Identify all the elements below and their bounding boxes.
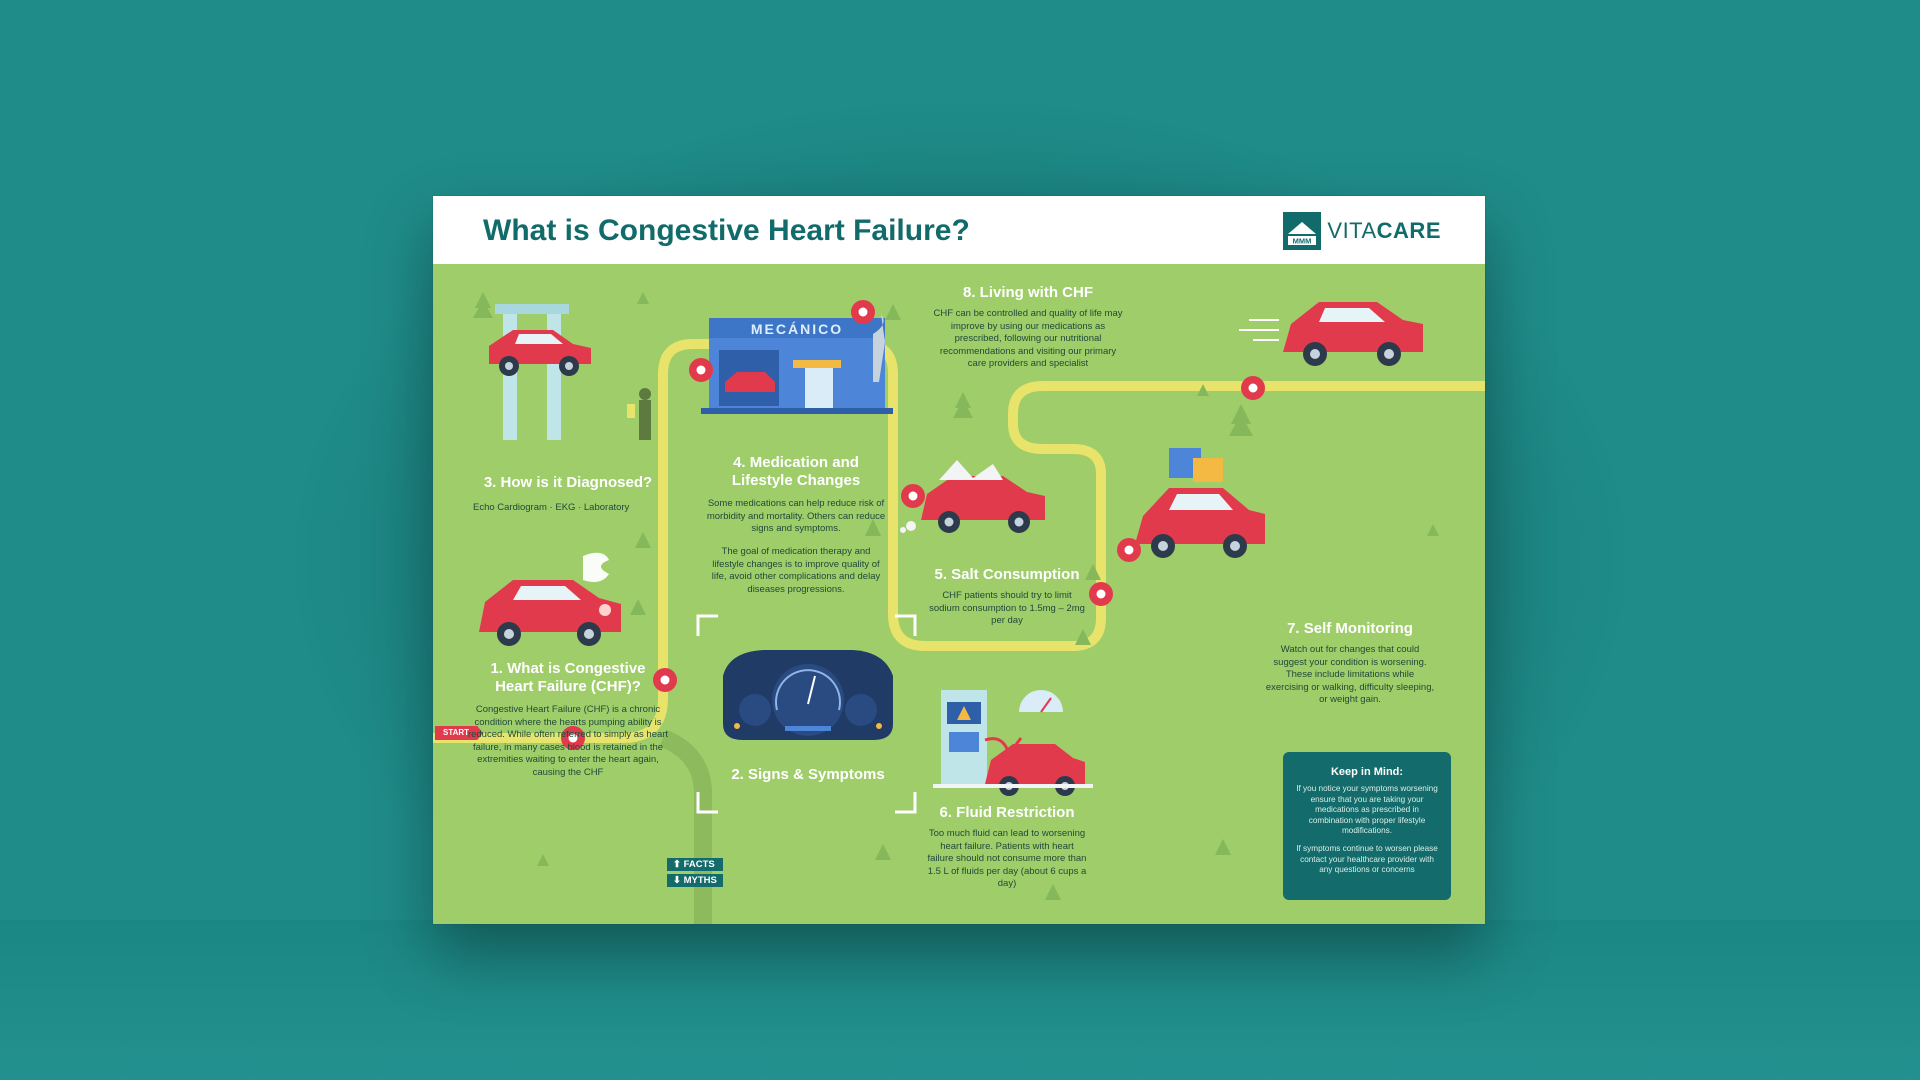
poster-board: MECÁNICO bbox=[433, 264, 1485, 924]
s4-body-2: The goal of medication therapy and lifes… bbox=[711, 546, 881, 595]
s7-heading: 7. Self Monitoring bbox=[1287, 620, 1413, 637]
dashboard-illustration bbox=[696, 614, 917, 814]
myths-sign: ⬇ MYTHS bbox=[667, 874, 723, 887]
s3-item-echo: Echo Cardiogram bbox=[473, 502, 547, 513]
facts-sign: ⬆ FACTS bbox=[667, 858, 723, 871]
road-illustration: MECÁNICO bbox=[433, 292, 1485, 924]
s3-item-ekg: EKG bbox=[555, 502, 576, 513]
s5-body: CHF patients should try to limit sodium … bbox=[929, 590, 1085, 626]
s1-heading: 1. What is Congestive Heart Failure (CHF… bbox=[490, 660, 646, 695]
s7-body: Watch out for changes that could suggest… bbox=[1265, 644, 1435, 705]
s6-body: Too much fluid can lead to worsening hea… bbox=[927, 828, 1087, 889]
salt-car-illustration bbox=[900, 460, 1045, 533]
s5-heading: 5. Salt Consumption bbox=[934, 566, 1080, 583]
backdrop-floor bbox=[0, 920, 1920, 1080]
s8-body: CHF can be controlled and quality of lif… bbox=[933, 308, 1123, 369]
poster-header: What is Congestive Heart Failure? MMM VI… bbox=[433, 196, 1485, 264]
s4-body-1: Some medications can help reduce risk of… bbox=[706, 498, 886, 534]
logo-mark-icon: MMM bbox=[1283, 212, 1322, 250]
overheating-car-illustration bbox=[479, 552, 621, 646]
s3-items: Echo Cardiogram · EKG · Laboratory bbox=[473, 502, 630, 513]
s3-heading: 3. How is it Diagnosed? bbox=[483, 474, 653, 491]
car-lift-illustration bbox=[489, 304, 651, 440]
svg-text:MECÁNICO: MECÁNICO bbox=[751, 321, 843, 337]
keep-in-mind-body-2: If symptoms continue to worsen please co… bbox=[1296, 844, 1438, 874]
s1-body: Congestive Heart Failure (CHF) is a chro… bbox=[467, 704, 669, 778]
s4-heading: 4. Medication and Lifestyle Changes bbox=[731, 454, 861, 489]
luggage-car-illustration bbox=[1135, 448, 1265, 558]
infographic-poster: What is Congestive Heart Failure? MMM VI… bbox=[433, 196, 1485, 924]
tree-icons bbox=[473, 292, 1439, 900]
poster-title: What is Congestive Heart Failure? bbox=[483, 214, 970, 247]
s8-heading: 8. Living with CHF bbox=[963, 284, 1093, 301]
s2-heading: 2. Signs & Symptoms bbox=[731, 766, 885, 783]
s3-item-lab: Laboratory bbox=[583, 502, 630, 513]
keep-in-mind-heading: Keep in Mind: bbox=[1330, 766, 1404, 778]
start-marker: START bbox=[435, 726, 483, 740]
road-path bbox=[433, 339, 1485, 743]
vitacare-logo: MMM VITACARE bbox=[1283, 212, 1441, 250]
keep-in-mind-body-1: If you notice your symptoms worsening en… bbox=[1296, 784, 1438, 835]
s6-heading: 6. Fluid Restriction bbox=[939, 804, 1075, 821]
facts-myths-signpost: ⬆ FACTS ⬇ MYTHS bbox=[667, 858, 723, 890]
garage-illustration: MECÁNICO bbox=[701, 314, 893, 414]
location-pins bbox=[561, 300, 1265, 750]
logo-wordmark: VITACARE bbox=[1327, 218, 1441, 243]
keep-in-mind-panel: Keep in Mind: If you notice your symptom… bbox=[1283, 752, 1451, 900]
fuel-pump-illustration bbox=[933, 690, 1093, 796]
side-road bbox=[659, 729, 712, 924]
speeding-car-illustration bbox=[1239, 302, 1423, 366]
svg-text:MMM: MMM bbox=[1293, 237, 1312, 246]
